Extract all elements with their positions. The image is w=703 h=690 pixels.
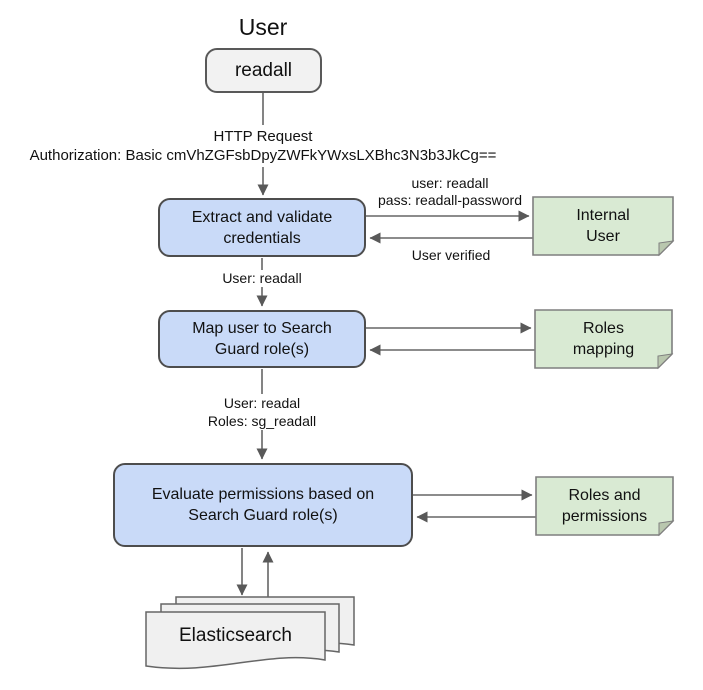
internal-user-note-line1: Internal xyxy=(576,207,630,224)
note-folds-group xyxy=(657,240,675,537)
map-user-to-roles-line1: Map user to Search xyxy=(192,320,332,337)
user-readall-label: readall xyxy=(234,59,293,81)
note-fold-icon xyxy=(657,353,674,370)
internal-user-note-line2: User xyxy=(586,228,620,245)
elasticsearch-document-stack xyxy=(145,596,355,670)
http-request-label: HTTP Request Authorization: Basic cmVhZG… xyxy=(30,127,497,165)
user-readall-node: readall xyxy=(205,48,322,93)
roles-permissions-note-line2: permissions xyxy=(561,508,648,525)
roles-mapping-note-line1: Roles xyxy=(583,320,624,337)
extract-credentials-line2: credentials xyxy=(223,229,301,247)
elasticsearch-doc-front xyxy=(145,611,326,670)
roles-mapping-note-line2: mapping xyxy=(572,341,635,358)
note-fold-icon xyxy=(658,240,675,257)
internal-user-note: Internal User xyxy=(533,197,673,255)
authorization-header-line: Authorization: Basic cmVhZGFsbDpyZWFkYWx… xyxy=(29,147,497,164)
extract-credentials-line1: Extract and validate xyxy=(191,208,333,226)
lookup-user-line: user: readall xyxy=(411,175,489,191)
roles-permissions-note-line1: Roles and xyxy=(568,487,641,504)
roles-mapping-note: Roles mapping xyxy=(535,310,672,368)
credential-lookup-label: user: readall pass: readall-password xyxy=(378,175,522,209)
user-verified-label: User verified xyxy=(411,247,491,263)
diagram-title: User xyxy=(238,14,288,40)
map-user-to-roles-line2: Guard role(s) xyxy=(214,341,310,358)
credentials-out-label: User: readall xyxy=(217,270,307,287)
note-fold-icon xyxy=(658,520,675,537)
mapped-roles-line: Roles: sg_readall xyxy=(207,413,317,429)
mapped-user-roles-label: User: readal Roles: sg_readall xyxy=(202,394,322,430)
extract-credentials-node: Extract and validate credentials xyxy=(158,198,366,257)
mapped-user-line: User: readal xyxy=(223,395,301,411)
evaluate-permissions-line1: Evaluate permissions based on xyxy=(151,486,375,503)
elasticsearch-node-label: Elasticsearch xyxy=(179,625,292,646)
evaluate-permissions-node: Evaluate permissions based on Search Gua… xyxy=(113,463,413,547)
notes-group xyxy=(532,196,674,536)
map-user-to-roles-node: Map user to Search Guard role(s) xyxy=(158,310,366,368)
lookup-pass-line: pass: readall-password xyxy=(378,192,522,208)
evaluate-permissions-line2: Search Guard role(s) xyxy=(188,507,338,524)
roles-permissions-note: Roles and permissions xyxy=(536,477,673,535)
http-request-line: HTTP Request xyxy=(213,128,313,145)
